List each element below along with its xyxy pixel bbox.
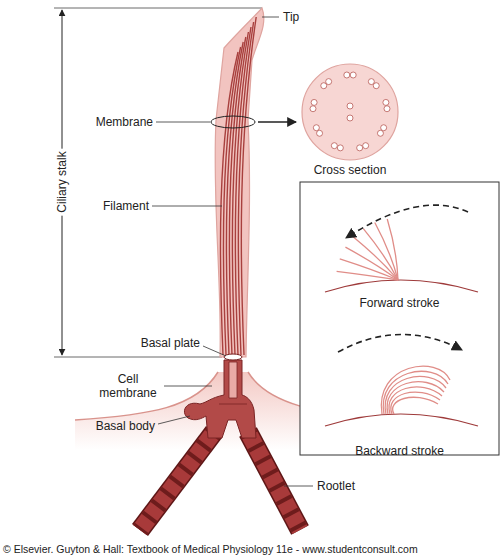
doublet bbox=[317, 130, 323, 136]
cilium-stroke bbox=[391, 392, 440, 414]
doublet bbox=[337, 145, 343, 151]
basal-body bbox=[184, 360, 256, 438]
inset-panel: Forward strokeBackward stroke bbox=[300, 182, 499, 464]
section-arrow bbox=[258, 121, 296, 122]
cross-section-circle bbox=[302, 64, 398, 160]
doublet bbox=[383, 99, 389, 105]
cilium-stroke bbox=[337, 271, 398, 280]
backward-base bbox=[325, 414, 478, 426]
doublet bbox=[321, 83, 327, 89]
part-label: Tip bbox=[283, 10, 299, 24]
part-label: Rootlet bbox=[317, 479, 355, 493]
doublet bbox=[363, 143, 369, 149]
forward-arrow bbox=[346, 205, 468, 238]
part-label: Basal plate bbox=[141, 336, 200, 350]
stroke-caption: Backward stroke bbox=[300, 444, 499, 458]
doublet bbox=[313, 125, 319, 131]
central-tubule bbox=[347, 103, 353, 109]
basal-plate bbox=[224, 354, 242, 360]
backward-cilia bbox=[381, 366, 450, 414]
doublet bbox=[310, 106, 316, 112]
forward-base bbox=[325, 280, 478, 292]
central-tubule bbox=[347, 115, 353, 121]
doublet bbox=[381, 125, 387, 131]
microtubule-doublets bbox=[310, 72, 390, 151]
cilium-stroke bbox=[340, 259, 398, 280]
doublet bbox=[368, 79, 374, 85]
part-label: Cross section bbox=[314, 163, 387, 177]
forward-cilia bbox=[337, 219, 398, 280]
part-label: Membrane bbox=[96, 115, 153, 129]
filament-line bbox=[241, 17, 256, 355]
basal-body-core bbox=[219, 362, 247, 404]
doublet bbox=[377, 130, 383, 136]
doublet bbox=[326, 79, 332, 85]
rootlets bbox=[140, 432, 300, 530]
part-label: Filament bbox=[103, 199, 149, 213]
section-ring bbox=[211, 116, 255, 128]
cilium-stroke bbox=[389, 387, 442, 414]
inset-frame bbox=[300, 182, 499, 455]
doublet bbox=[384, 106, 390, 112]
dimension-label: Ciliary stalk bbox=[55, 148, 69, 215]
cilium-stroke bbox=[387, 382, 444, 414]
filaments bbox=[220, 17, 256, 355]
cilium-stroke bbox=[353, 237, 398, 280]
cilium-stroke bbox=[381, 366, 450, 414]
stroke-caption: Forward stroke bbox=[300, 296, 499, 310]
backward-arrow bbox=[338, 334, 462, 352]
doublet bbox=[331, 143, 337, 149]
doublet bbox=[357, 145, 363, 151]
doublet bbox=[373, 83, 379, 89]
doublet bbox=[350, 72, 356, 78]
filament-line bbox=[238, 22, 253, 355]
doublet bbox=[344, 72, 350, 78]
cilium-stroke bbox=[385, 376, 446, 414]
ciliary-stalk bbox=[215, 8, 264, 357]
cilium-stroke bbox=[363, 229, 398, 280]
filament-line bbox=[223, 47, 240, 355]
copyright-note: © Elsevier. Guyton & Hall: Textbook of M… bbox=[3, 542, 418, 556]
part-label: Basal body bbox=[96, 419, 155, 433]
leader-lines bbox=[152, 17, 313, 486]
cilium-stroke bbox=[393, 397, 438, 414]
part-label: Cell membrane bbox=[96, 372, 160, 400]
doublet bbox=[311, 99, 317, 105]
